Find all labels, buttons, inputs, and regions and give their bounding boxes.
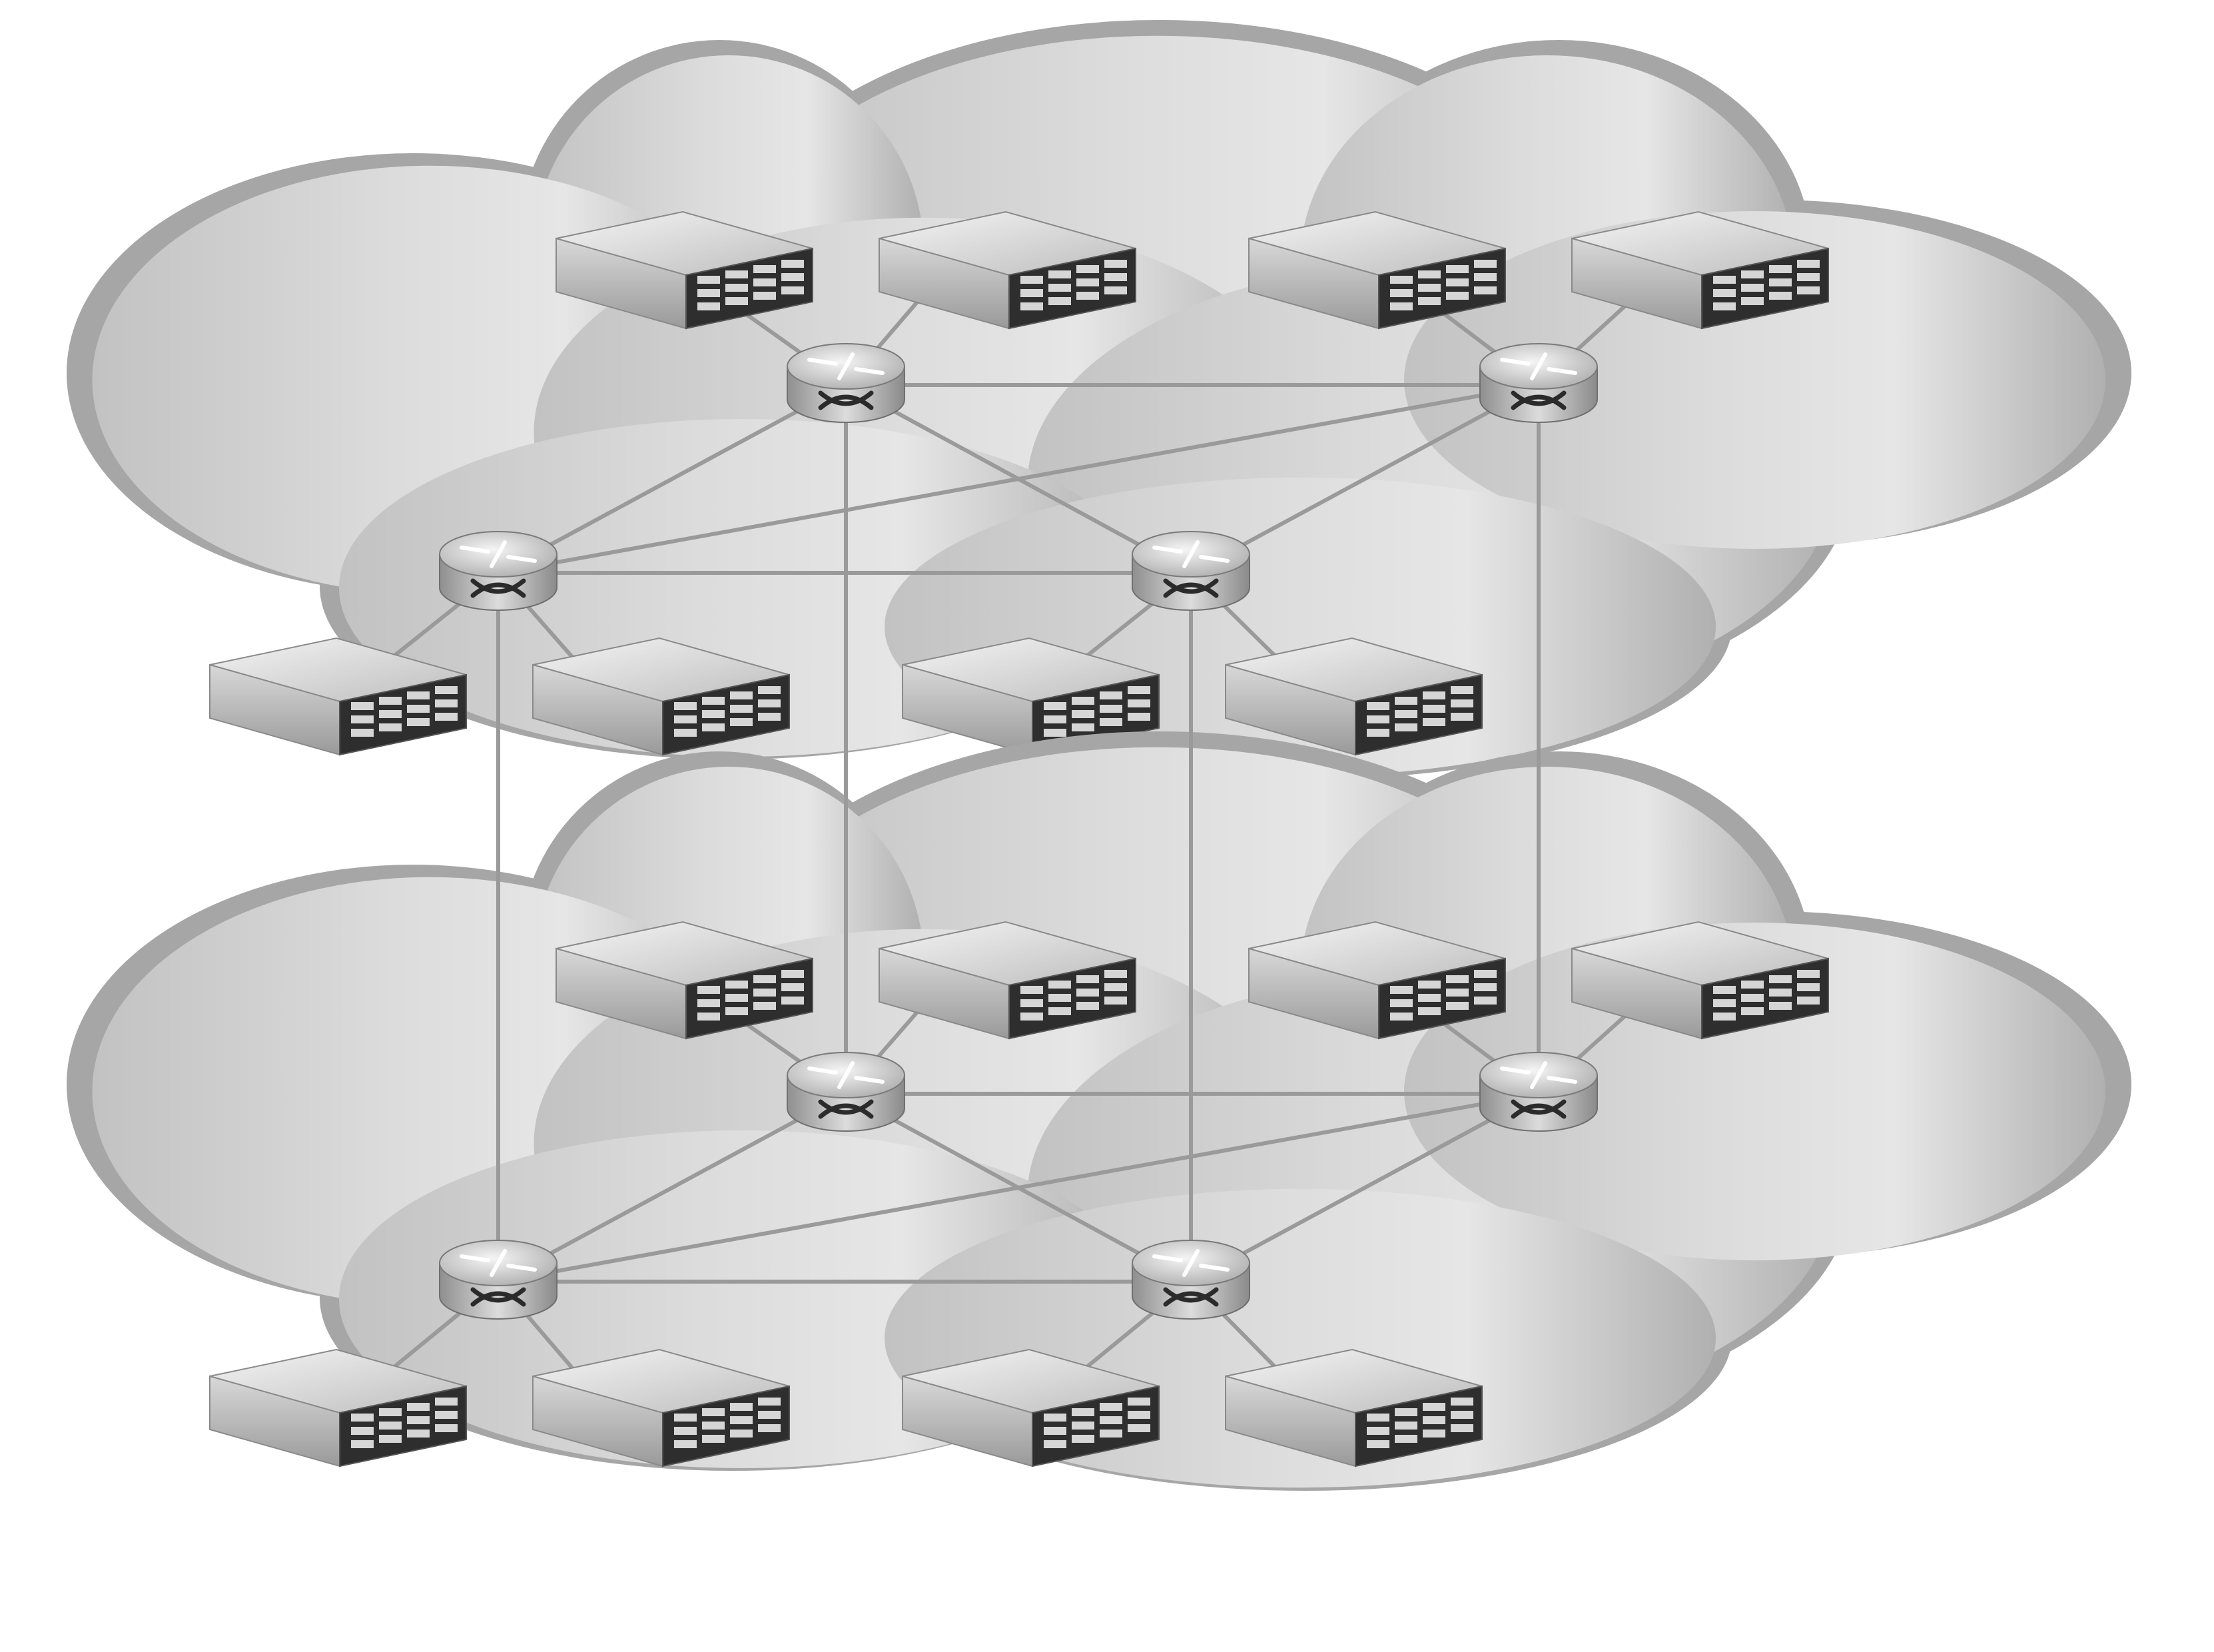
router-l2-r4 <box>1132 1240 1250 1319</box>
cloud-layer-1 <box>67 20 2131 779</box>
cloud-layer-2 <box>67 731 2131 1491</box>
router-l1-r1 <box>787 344 905 422</box>
router-l1-r4 <box>1132 532 1250 610</box>
link-l1-r2-r4 <box>1189 383 1541 575</box>
link-l1-r2-r3 <box>496 383 1541 575</box>
router-l2-r1 <box>787 1052 905 1131</box>
interlayer-links <box>496 404 1541 1284</box>
router-l1-r3 <box>440 532 557 610</box>
link-l2-r2-r4 <box>1189 1092 1541 1284</box>
router-l2-r2 <box>1480 1052 1597 1131</box>
link-l1-r1-r3 <box>496 383 848 575</box>
router-l1-r2 <box>1480 344 1597 422</box>
link-l2-r2-r3 <box>496 1092 1541 1284</box>
link-l2-r1-r3 <box>496 1092 848 1284</box>
router-l2-r3 <box>440 1240 557 1319</box>
